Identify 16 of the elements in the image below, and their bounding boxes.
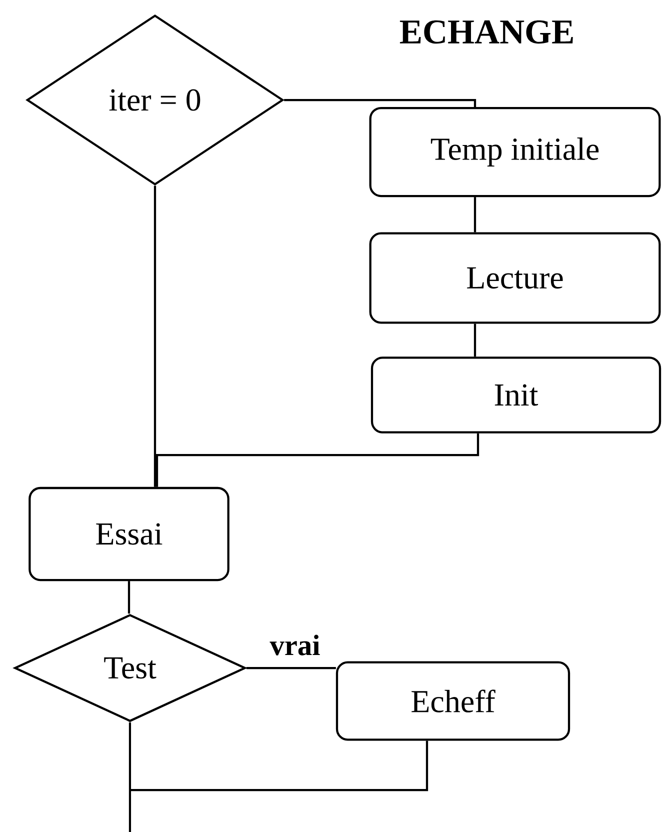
connector-line: [246, 666, 336, 670]
connector-line: [128, 722, 132, 832]
process-box: Essai: [28, 486, 230, 582]
connector-line: [128, 581, 130, 614]
connector-line: [474, 197, 476, 232]
edge-label: vrai: [268, 633, 322, 657]
process-box: Temp initiale: [369, 106, 661, 198]
title: ECHANGE: [400, 20, 573, 44]
connector-line: [284, 98, 476, 107]
process-box: Lecture: [369, 232, 661, 324]
connector-line: [154, 186, 156, 487]
process-box: Echeff: [336, 661, 570, 741]
process-box: Init: [370, 356, 662, 434]
connector-line: [130, 740, 428, 792]
connector-line: [156, 433, 480, 487]
connector-line: [474, 324, 476, 357]
